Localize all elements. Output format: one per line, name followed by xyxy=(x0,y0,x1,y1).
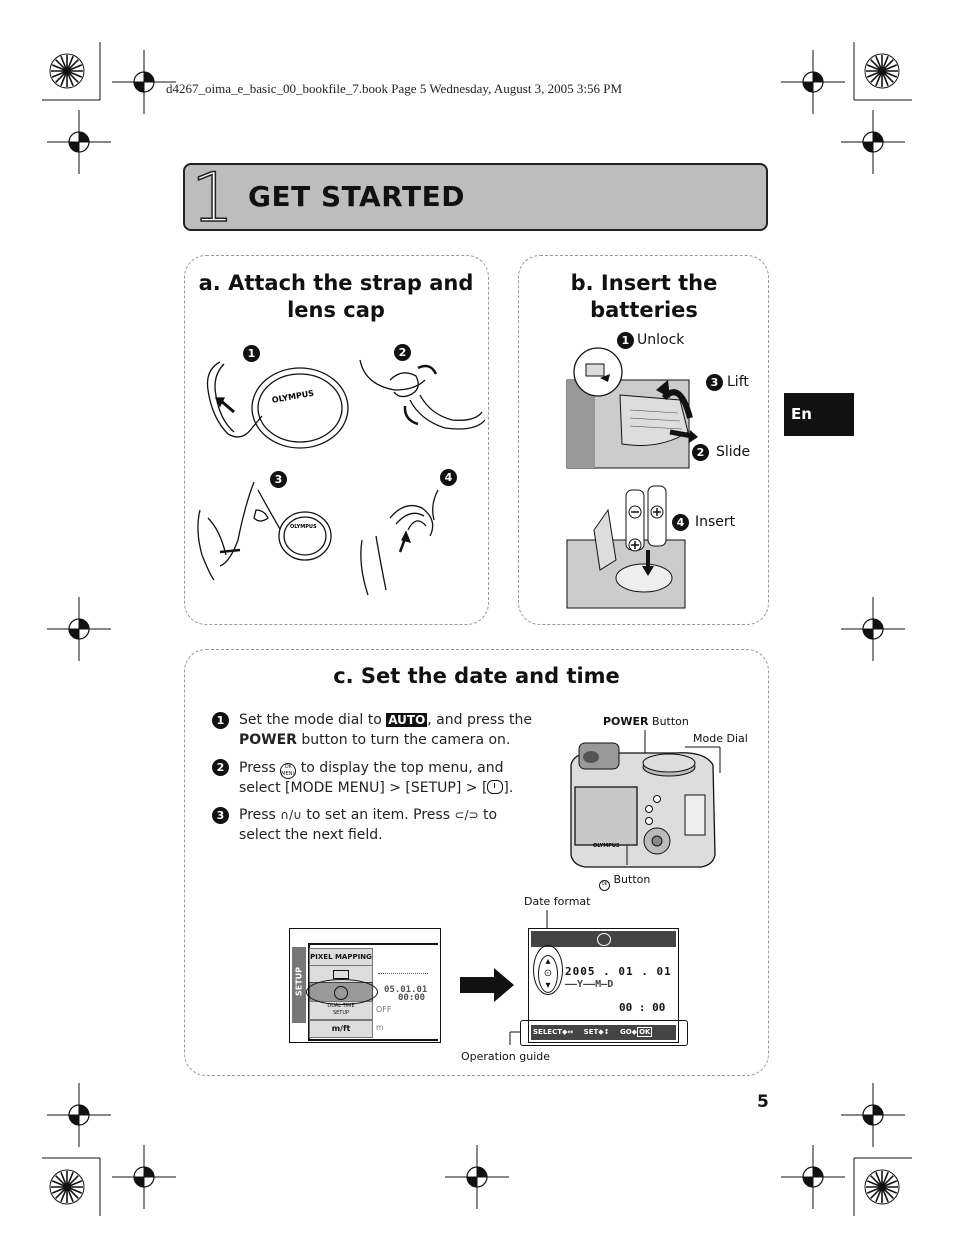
setup-side-tab-label: SETUP xyxy=(294,966,304,997)
operation-guide-callout: Operation guide xyxy=(461,1050,550,1063)
step-c-2: 2 xyxy=(212,759,229,776)
step-b-4-label: Insert xyxy=(695,514,736,530)
section-c-title: c. Set the date and time xyxy=(333,664,620,688)
brightness-scale xyxy=(378,973,428,974)
section-b-title: b. Insert the batteries xyxy=(570,271,718,322)
step-b-3: 3 xyxy=(706,374,723,391)
next-screen-arrow xyxy=(460,968,514,1002)
date-value[interactable]: 2005 . 01 . 01 xyxy=(565,965,672,978)
menu-time-value: 00:00 xyxy=(398,993,426,1003)
step-a-2: 2 xyxy=(394,344,411,361)
page-number: 5 xyxy=(757,1092,769,1112)
power-button-label: POWER Button xyxy=(603,715,689,728)
print-header: d4267_oima_e_basic_00_bookfile_7.book Pa… xyxy=(166,81,623,96)
ok-button-icon: OK xyxy=(599,880,610,891)
date-format-highlight xyxy=(533,945,563,995)
section-a-title: a. Attach the strap and lens cap xyxy=(190,270,482,324)
mode-dial-label: Mode Dial xyxy=(693,732,748,745)
step-c-1: 1 xyxy=(212,712,229,729)
strap-illustrations: OLYMPUS OLYMPUS xyxy=(197,359,485,596)
step-a-1: 1 xyxy=(243,345,260,362)
clock-icon xyxy=(487,780,504,794)
menu-item-units[interactable]: m/ft xyxy=(309,1020,373,1038)
step-c-3-text: Press ∩/∪ to set an item. Press ⊂/⊃ to s… xyxy=(239,807,498,843)
operation-guide-bar: SELECT◆↔ SET◆↕ GO◆OK xyxy=(531,1025,676,1040)
menu-units-value: m xyxy=(376,1023,384,1032)
step-b-2-label: Slide xyxy=(716,444,751,460)
operation-guide-highlight xyxy=(520,1020,688,1046)
date-format-callout: Date format xyxy=(524,895,591,908)
step-b-1-label: Unlock xyxy=(637,332,685,348)
language-tab: En xyxy=(784,393,854,436)
clock-header-icon xyxy=(596,933,611,946)
left-right-arrow-icon: ⊂/⊃ xyxy=(454,808,479,822)
date-screen-header xyxy=(531,931,676,947)
step-a-4: 4 xyxy=(440,469,457,486)
step-b-4: 4 xyxy=(672,514,689,531)
ok-button-label: OK Button xyxy=(599,873,650,891)
step-b-3-label: Lift xyxy=(727,374,749,390)
svg-text:OLYMPUS: OLYMPUS xyxy=(593,843,620,849)
chapter-title: GET STARTED xyxy=(248,180,465,213)
section-a-title-line2: lens cap xyxy=(287,298,385,322)
setup-side-tab xyxy=(292,947,306,1023)
menu-item-pixel-mapping[interactable]: PIXEL MAPPING xyxy=(309,948,373,966)
menu-dual-time-value: OFF xyxy=(376,1005,392,1014)
step-c-1-text: Set the mode dial to AUTO, and press the… xyxy=(239,712,532,748)
step-b-2: 2 xyxy=(692,444,709,461)
step-b-1: 1 xyxy=(617,332,634,349)
setup-menu-screen: SETUP PIXEL MAPPING DUAL TIME SETUP m/ft… xyxy=(289,928,441,1043)
section-b-box xyxy=(518,255,769,625)
section-a-box xyxy=(184,255,489,625)
step-c-3: 3 xyxy=(212,807,229,824)
battery-illustrations xyxy=(566,347,698,609)
selection-ellipse xyxy=(306,979,378,1005)
ymd-labels: ——Y——M—D xyxy=(565,979,614,990)
chapter-number: 1 xyxy=(190,159,235,239)
monitor-icon xyxy=(333,970,349,979)
up-down-arrow-icon: ∩/∪ xyxy=(280,808,302,822)
step-a-3: 3 xyxy=(270,471,287,488)
section-c-box xyxy=(184,649,769,1076)
auto-mode-icon: AUTO xyxy=(386,713,428,727)
menu-date-value: 05.01.01 xyxy=(384,985,428,995)
section-a-title-line1: a. Attach the strap and xyxy=(198,271,474,295)
chapter-title-bar xyxy=(183,163,768,231)
camera-back-illustration: OLYMPUS xyxy=(570,730,721,868)
time-value[interactable]: 00 : 00 xyxy=(619,1001,666,1014)
svg-text:OLYMPUS: OLYMPUS xyxy=(290,524,317,530)
